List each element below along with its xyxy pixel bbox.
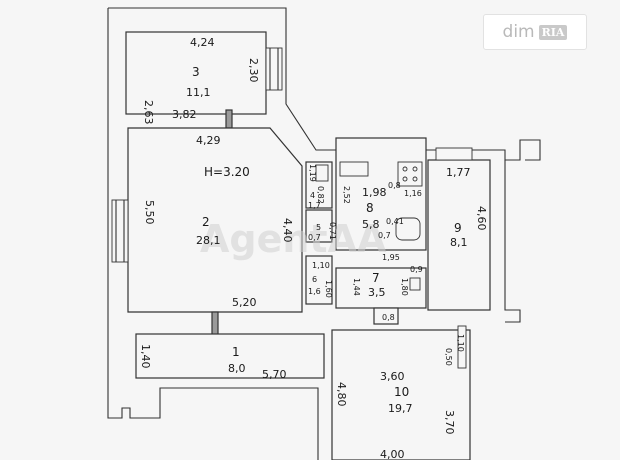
dim-r5-a: 0,71 [328,222,337,240]
dim-r4-b: 1,19 [308,164,317,182]
room-2-window [111,199,129,263]
dim-ria-logo: dim RIA [483,14,587,50]
dim-r6-b: 1,60 [324,280,333,298]
room-9-outline [427,159,491,311]
dim-r2-left: 5,50 [143,200,156,225]
dim-r8-a: 1,98 [362,186,387,199]
room-3-door-jamb [225,109,233,129]
stove-fixture [397,161,423,187]
room-2-height: H=3.20 [204,165,250,179]
room-labels: 3 11,1 H=3.20 2 28,1 4 1,7 5 0,7 6 1,6 7… [186,65,468,415]
dim-r4-a: 0,82 [316,186,325,204]
room-10-outline [331,329,471,460]
dim-r10-right: 3,70 [443,410,456,435]
dim-r8-b: 2,52 [342,186,351,204]
dim-r7-b: 1,95 [382,253,400,262]
room-5-number: 5 [316,223,321,232]
room-2-area: 28,1 [196,234,221,247]
room-1-area: 8,0 [228,362,246,375]
room-10-area: 19,7 [388,402,413,415]
dim-r1-bottom: 5,70 [262,368,287,381]
logo-text: dim [502,22,535,42]
room-6-number: 6 [312,275,317,284]
room-7-area: 3,5 [368,286,386,299]
dim-r9-right: 4,60 [475,206,488,231]
room-3-window [265,47,283,91]
room-7-niche [373,307,399,325]
room-3-outline [125,31,267,115]
room-4-area: 1,7 [308,201,321,210]
dim-r7-a: 1,44 [352,278,361,296]
dim-r2-top: 4,29 [196,134,221,147]
dim-r10-left: 4,80 [335,382,348,407]
dim-r2-right: 4,40 [281,218,294,243]
dim-r8-e: 0,41 [386,217,404,226]
walls [107,7,541,460]
room-7-number: 7 [372,271,380,285]
room-1-outline [135,333,325,379]
dim-r6-a: 1,10 [312,261,330,270]
room-5-outline [305,209,333,243]
dim-r1-left: 1,40 [139,344,152,369]
dim-r10-b: 1,10 [456,334,465,352]
dim-r10-a: 0,50 [444,348,453,366]
room-7-fixture [409,277,421,291]
sink-fixture [339,161,369,177]
dim-r3-bottom: 3,82 [172,108,197,121]
west-wall [107,8,319,460]
logo-badge: RIA [538,24,568,40]
dim-r3-right: 2,30 [247,58,260,83]
dim-r7-d: 0,8 [382,313,395,322]
dimension-labels: 4,24 2,63 2,30 3,82 4,29 5,50 4,40 5,20 … [139,36,488,460]
room-10-number: 10 [394,385,409,399]
room-3-number: 3 [192,65,200,79]
room-9-area: 8,1 [450,236,468,249]
room-8-area: 5,8 [362,218,380,231]
room-9-number: 9 [454,221,462,235]
room-10-window [457,325,467,369]
dim-r10-bottom: 4,00 [380,448,405,460]
dim-r10-top: 3,60 [380,370,405,383]
wc-fixture [315,164,329,182]
room-6-area: 1,6 [308,287,321,296]
dim-r7-e: 0,9 [410,265,423,274]
room-4-number: 4 [310,191,315,200]
room-9-window [435,147,473,161]
room-6-outline [305,255,333,305]
dim-r7-c: 1,80 [400,278,409,296]
room-5-area: 0,7 [308,233,321,242]
dim-r8-c: 0,8 [388,181,401,190]
dim-r3-left: 2,63 [142,100,155,125]
dim-r8-d: 1,16 [404,189,422,198]
east-wall [504,160,521,323]
dim-r2-bottom: 5,20 [232,296,257,309]
room-2-outline [127,127,303,313]
room-2-number: 2 [202,215,210,229]
room-1-number: 1 [232,345,240,359]
dim-r3-top: 4,24 [190,36,215,49]
room-3-area: 11,1 [186,86,211,99]
bath-fixture [395,217,421,241]
dim-r8-f: 0,7 [378,231,391,240]
watermark: AgentAA [200,217,387,261]
dim-r9-top: 1,77 [446,166,471,179]
room-8-number: 8 [366,201,374,215]
